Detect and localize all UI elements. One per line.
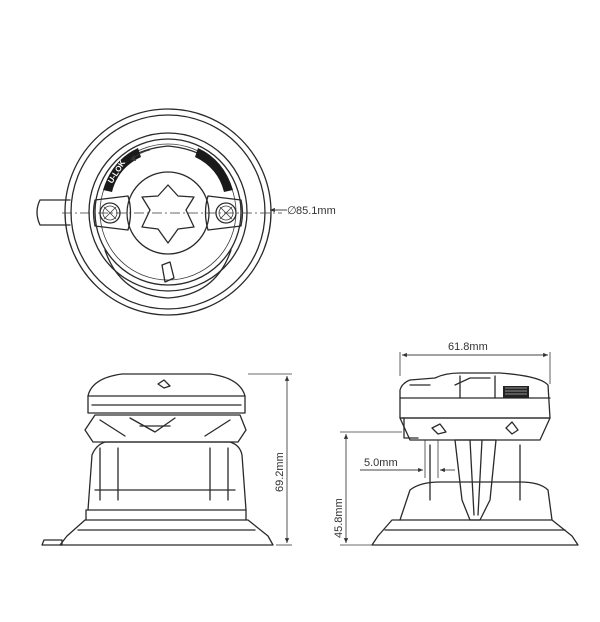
front-lower-body bbox=[87, 441, 247, 511]
width-value: 61.8mm bbox=[448, 341, 488, 353]
diameter-value: 85.1mm bbox=[296, 205, 336, 217]
front-collar bbox=[84, 414, 247, 443]
front-suction-base bbox=[59, 519, 274, 546]
top-view: U-LOK bbox=[36, 108, 282, 316]
width-dimension: 61.8mm bbox=[399, 341, 551, 384]
octagram-socket bbox=[141, 184, 195, 244]
suction-release-tab bbox=[36, 199, 71, 226]
emblem-icon bbox=[161, 261, 175, 283]
stem-height-value: 45.8mm bbox=[333, 498, 345, 538]
right-screw-housing bbox=[204, 195, 244, 231]
outer-suction-cup bbox=[64, 108, 272, 316]
offset-dimension: 5.0mm bbox=[360, 440, 455, 478]
front-view bbox=[41, 373, 274, 546]
side-lock-icon bbox=[431, 423, 447, 435]
arrow-icon bbox=[130, 155, 136, 161]
stem-height-dimension: 45.8mm bbox=[333, 431, 402, 546]
side-lock-icon-2 bbox=[505, 421, 519, 435]
inner-ring bbox=[94, 138, 242, 286]
ulok-band-right bbox=[195, 148, 233, 192]
height-value: 69.2mm bbox=[274, 452, 286, 492]
outer-rim bbox=[70, 114, 266, 310]
right-screw bbox=[215, 202, 237, 224]
diameter-symbol: ∅ bbox=[287, 205, 297, 217]
side-stem bbox=[454, 439, 497, 521]
front-emblem-icon bbox=[157, 379, 171, 389]
front-release-tab bbox=[41, 539, 63, 546]
side-suction-base bbox=[371, 519, 579, 546]
height-dimension: 69.2mm bbox=[248, 373, 292, 546]
offset-value: 5.0mm bbox=[364, 457, 398, 469]
front-top-cap bbox=[87, 373, 246, 414]
base-ring bbox=[88, 132, 248, 292]
side-collar bbox=[399, 417, 551, 441]
side-head bbox=[399, 372, 551, 419]
brand-mark: U-LOK bbox=[106, 159, 127, 185]
diameter-dimension: ∅ 85.1mm bbox=[270, 205, 336, 217]
side-grip bbox=[503, 386, 529, 398]
left-screw-housing bbox=[92, 195, 132, 231]
body-lower-arc bbox=[104, 249, 232, 299]
side-view bbox=[371, 372, 579, 546]
